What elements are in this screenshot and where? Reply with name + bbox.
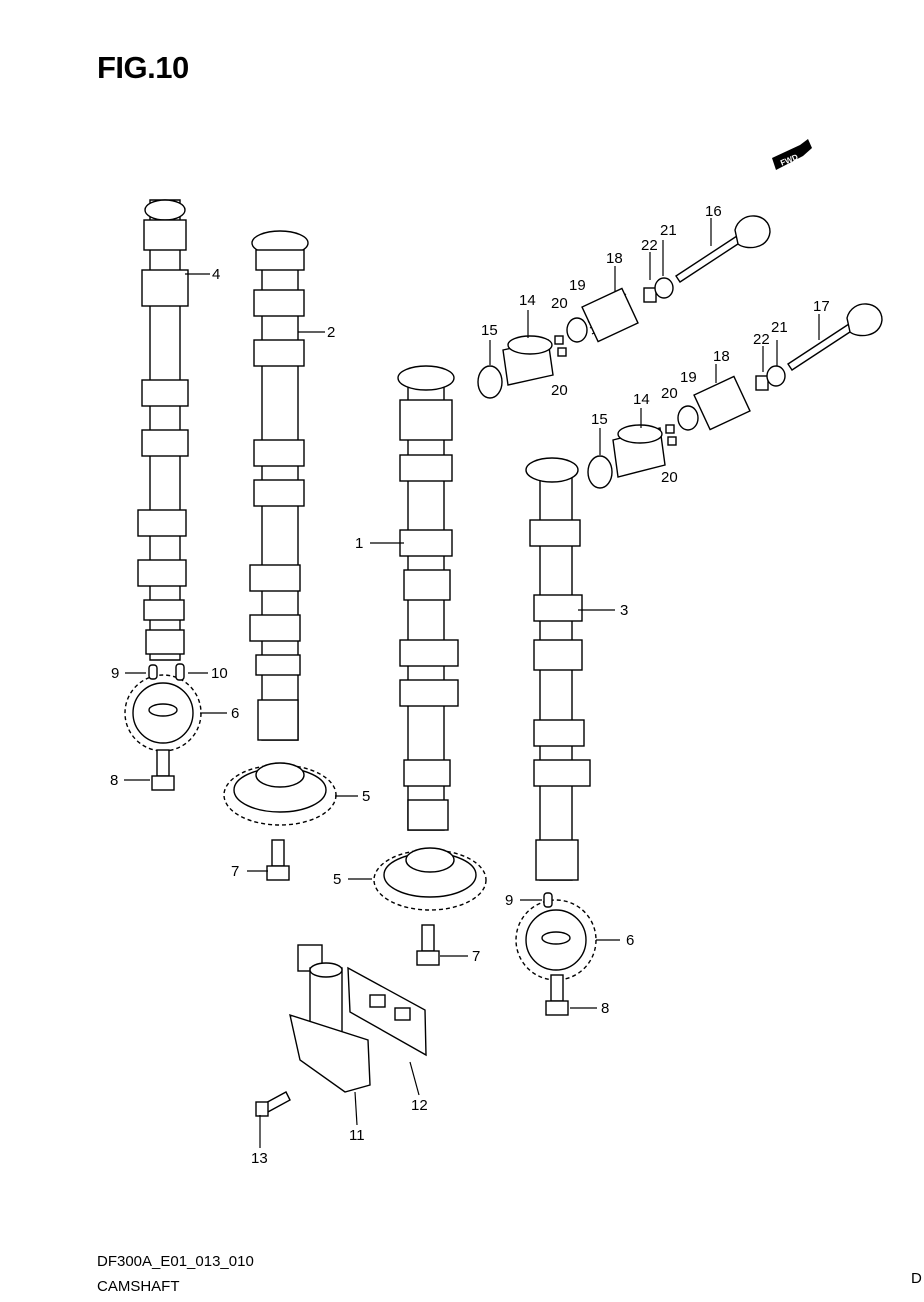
- figure-title: FIG.10: [97, 50, 189, 85]
- camshaft-1[interactable]: [397, 365, 459, 831]
- callout-13: 13: [251, 1150, 268, 1167]
- pin-10[interactable]: [175, 663, 185, 681]
- callout-19-upper: 19: [569, 277, 586, 294]
- callout-1: 1: [355, 535, 363, 552]
- seat-21-lower[interactable]: [766, 365, 786, 387]
- callout-14-upper: 14: [519, 292, 536, 309]
- diagram-name: CAMSHAFT: [97, 1278, 180, 1295]
- shim-15-lower[interactable]: [587, 455, 613, 489]
- lifter-14-upper[interactable]: [502, 335, 554, 386]
- sprocket-5-left[interactable]: [223, 762, 337, 826]
- callout-7-left: 7: [231, 863, 239, 880]
- callout-9-left: 9: [111, 665, 119, 682]
- leader-lines: [124, 218, 820, 1148]
- bolt-13[interactable]: [255, 1091, 291, 1117]
- bolt-8-left[interactable]: [151, 749, 175, 791]
- diagram-code: DF300A_E01_013_010: [97, 1253, 254, 1270]
- callout-7-right: 7: [472, 948, 480, 965]
- cotter-20-lower[interactable]: [665, 424, 677, 446]
- callout-9-right: 9: [505, 892, 513, 909]
- valve-16[interactable]: [675, 215, 771, 283]
- spring-18-lower[interactable]: [693, 375, 751, 431]
- camshaft-4[interactable]: [137, 199, 189, 661]
- callout-21-upper: 21: [660, 222, 677, 239]
- callout-20-lower-bottom: 20: [661, 469, 678, 486]
- callout-18-lower: 18: [713, 348, 730, 365]
- retainer-19-lower[interactable]: [677, 405, 699, 431]
- callout-20-lower-top: 20: [661, 385, 678, 402]
- callout-18-upper: 18: [606, 250, 623, 267]
- valve-17[interactable]: [787, 303, 883, 371]
- callout-6-right: 6: [626, 932, 634, 949]
- fwd-arrow-icon: FWD: [772, 139, 812, 170]
- pin-9-right[interactable]: [543, 892, 553, 908]
- callout-15-lower: 15: [591, 411, 608, 428]
- seat-21-upper[interactable]: [654, 277, 674, 299]
- callout-2: 2: [327, 324, 335, 341]
- bolt-7-left[interactable]: [266, 839, 290, 881]
- callout-8-right: 8: [601, 1000, 609, 1017]
- shim-15-upper[interactable]: [477, 365, 503, 399]
- seal-22-upper[interactable]: [643, 287, 657, 303]
- seal-22-lower[interactable]: [755, 375, 769, 391]
- camshaft-2[interactable]: [249, 230, 309, 741]
- sprocket-5-right[interactable]: [373, 847, 487, 911]
- spring-18-upper[interactable]: [581, 287, 639, 343]
- camshaft-3[interactable]: [525, 457, 591, 881]
- pin-9-left[interactable]: [148, 664, 158, 680]
- callout-3: 3: [620, 602, 628, 619]
- bolt-8-right[interactable]: [545, 974, 569, 1016]
- callout-10: 10: [211, 665, 228, 682]
- callout-5-left: 5: [362, 788, 370, 805]
- callout-22-upper: 22: [641, 237, 658, 254]
- callout-17: 17: [813, 298, 830, 315]
- callout-6-left: 6: [231, 705, 239, 722]
- cotter-20-upper[interactable]: [554, 335, 567, 357]
- callout-5-right: 5: [333, 871, 341, 888]
- sprocket-6-left[interactable]: [124, 674, 202, 752]
- callout-16: 16: [705, 203, 722, 220]
- oil-control-valve-11[interactable]: [289, 944, 371, 1093]
- callout-21-lower: 21: [771, 319, 788, 336]
- callout-19-lower: 19: [680, 369, 697, 386]
- callout-14-lower: 14: [633, 391, 650, 408]
- callout-20-upper-bottom: 20: [551, 382, 568, 399]
- callout-22-lower: 22: [753, 331, 770, 348]
- edge-mark: D: [911, 1270, 922, 1287]
- callout-8-left: 8: [110, 772, 118, 789]
- lifter-14-lower[interactable]: [612, 424, 666, 478]
- sprocket-6-right[interactable]: [515, 899, 597, 981]
- bolt-7-right[interactable]: [416, 924, 440, 966]
- callout-20-upper-top: 20: [551, 295, 568, 312]
- callout-15-upper: 15: [481, 322, 498, 339]
- callout-12: 12: [411, 1097, 428, 1114]
- callout-4: 4: [212, 266, 220, 283]
- retainer-19-upper[interactable]: [566, 317, 588, 343]
- callout-11: 11: [349, 1127, 365, 1144]
- gasket-12[interactable]: [347, 966, 427, 1057]
